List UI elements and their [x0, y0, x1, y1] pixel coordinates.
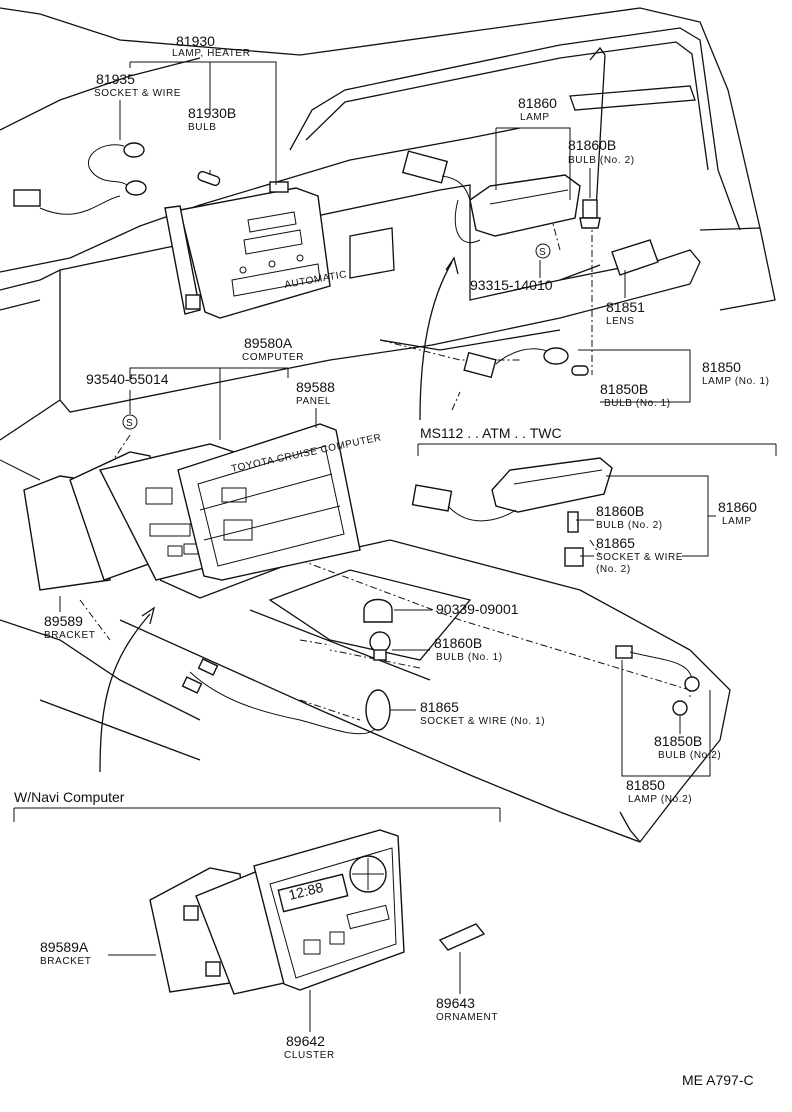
socket-and-wire-no1 [181, 658, 391, 735]
label-89589a-number: 89589A [40, 939, 89, 955]
label-81860-mid-name: LAMP [722, 516, 752, 527]
label-81860b-top-number: 81860B [568, 137, 616, 153]
label-93315-number: 93315-14010 [470, 277, 553, 293]
lamp-81850-no2 [615, 645, 700, 716]
label-89589-number: 89589 [44, 613, 83, 629]
label-81860b-no1-name: BULB (No. 1) [436, 652, 503, 663]
marker-s-left: S [122, 414, 138, 430]
label-89589-name: BRACKET [44, 630, 95, 641]
label-81930-number: 81930 [176, 33, 215, 49]
navi-cluster-assembly: 12:88 [149, 829, 405, 995]
lamp-81850-no1 [463, 347, 589, 379]
label-81850b-no2-number: 81850B [654, 733, 702, 749]
label-81850b-no1-number: 81850B [600, 381, 648, 397]
label-90339-number: 90339-09001 [436, 601, 519, 617]
dashboard-outline [0, 7, 776, 481]
label-89643-name: ORNAMENT [436, 1012, 498, 1023]
label-81865-mid-number: 81865 [596, 535, 635, 551]
label-81850-no1-number: 81850 [702, 359, 741, 375]
label-89642-number: 89642 [286, 1033, 325, 1049]
bulb-81860b-top [579, 199, 601, 229]
lamp-81860-mid [411, 457, 613, 567]
label-81860-top-number: 81860 [518, 95, 557, 111]
heater-control-panel: AUTOMATIC [164, 181, 348, 319]
bulb-81860b-no1 [369, 631, 391, 661]
label-81860b-mid-number: 81860B [596, 503, 644, 519]
label-81930-name: LAMP, HEATER [172, 48, 251, 59]
label-81930b-number: 81930B [188, 105, 236, 121]
label-81850-no1-name: LAMP (No. 1) [702, 376, 770, 387]
label-81860-mid-number: 81860 [718, 499, 757, 515]
label-89642-name: CLUSTER [284, 1050, 335, 1061]
label-81850b-no1-name: BULB (No. 1) [604, 398, 671, 409]
label-81930b-name: BULB [188, 122, 217, 133]
label-89588-number: 89588 [296, 379, 335, 395]
label-81860b-top-name: BULB (No. 2) [568, 155, 635, 166]
bulb-81930b [197, 170, 221, 187]
label-89580a-name: COMPUTER [242, 352, 304, 363]
label-81860b-mid-name: BULB (No. 2) [596, 520, 663, 531]
lamp-81860-top [401, 150, 581, 243]
label-81865-no1-name: SOCKET & WIRE (No. 1) [420, 716, 545, 727]
label-81851-number: 81851 [606, 299, 645, 315]
label-81850-no2-number: 81850 [626, 777, 665, 793]
label-81860-top-name: LAMP [520, 112, 550, 123]
marker-s-top: S [535, 243, 551, 259]
label-81860b-no1-number: 81860B [434, 635, 482, 651]
leader-lines [79, 170, 691, 721]
label-81935-name: SOCKET & WIRE [94, 88, 181, 99]
lens-81851 [611, 239, 659, 276]
section-navi-title: W/Navi Computer [14, 789, 125, 805]
label-81850b-no2-name: BULB (No.2) [658, 750, 721, 761]
label-89589a-name: BRACKET [40, 956, 91, 967]
label-81865-no1-number: 81865 [420, 699, 459, 715]
ornament-89643 [438, 923, 486, 951]
label-81865-mid-name2: (No. 2) [596, 564, 631, 575]
label-93540-number: 93540-55014 [86, 371, 169, 387]
label-89580a-number: 89580A [244, 335, 293, 351]
label-81850-no2-name: LAMP (No.2) [628, 794, 692, 805]
svg-text:S: S [126, 418, 133, 429]
label-81935-number: 81935 [96, 71, 135, 87]
section-ms112-title: MS112 . . ATM . . TWC [420, 425, 562, 441]
label-89643-number: 89643 [436, 995, 475, 1011]
console-outline [0, 539, 731, 843]
reference-code: ME A797-C [682, 1072, 754, 1088]
socket-and-wire-heater [13, 142, 147, 215]
arrows [99, 256, 459, 773]
cap-90339 [363, 598, 393, 623]
label-89588-name: PANEL [296, 396, 331, 407]
label-81851-name: LENS [606, 316, 635, 327]
label-81865-mid-name: SOCKET & WIRE [596, 552, 683, 563]
svg-text:S: S [539, 247, 546, 258]
